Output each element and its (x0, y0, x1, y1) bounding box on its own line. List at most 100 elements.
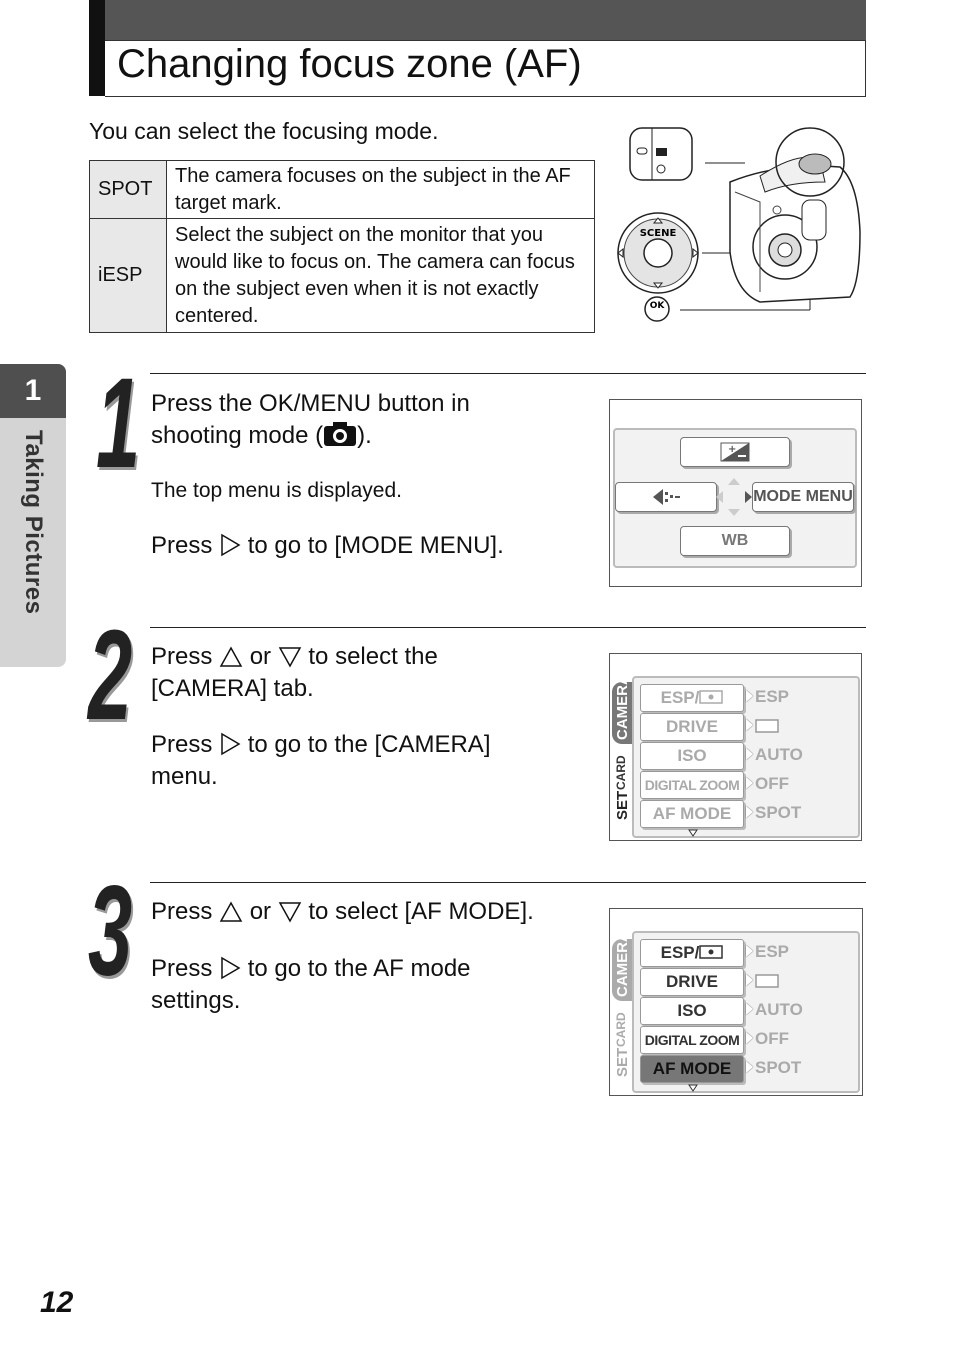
step2-text: to select the (308, 643, 438, 670)
digital-zoom-row-label: DIGITAL ZOOM (640, 1026, 744, 1054)
mode-label: iESP (89, 218, 167, 333)
single-frame-icon (755, 974, 779, 988)
af-mode-row-label-selected: AF MODE (640, 1055, 744, 1083)
step2-text: Press (151, 731, 213, 758)
set-tab: SET (614, 1047, 631, 1077)
chapter-number-box (0, 364, 66, 418)
ok-button-icon: OK (644, 296, 670, 322)
wb-button: WB (680, 526, 790, 556)
mode-label: SPOT (89, 160, 167, 219)
drive-row-label: DRIVE (640, 713, 744, 741)
step1-line1: Press the OK/MENU button in (151, 390, 470, 417)
arrow-down-icon (278, 647, 301, 668)
step-divider (150, 627, 866, 628)
step1-text: shooting mode ( (151, 422, 324, 449)
arrow-right-icon (221, 956, 241, 980)
row-text: ESP/ (660, 943, 700, 962)
arrow-right-icon (221, 732, 241, 756)
intro-text: You can select the focusing mode. (89, 118, 439, 144)
step2-line2: [CAMERA] tab. (151, 675, 314, 702)
single-frame-icon (755, 719, 779, 733)
arrow-right-icon (221, 533, 241, 557)
camera-tab-bg (612, 682, 632, 744)
drive-row-value (746, 968, 779, 994)
arrow-down-icon (278, 902, 301, 923)
set-tab: SET (614, 790, 631, 820)
digital-zoom-row-label: DIGITAL ZOOM (640, 771, 744, 799)
svg-text:+: + (728, 444, 736, 455)
esp-row-value: ESP (746, 939, 789, 965)
af-mode-row-value: SPOT (746, 800, 801, 826)
table-row: SPOT The camera focuses on the subject i… (89, 160, 595, 219)
card-tab: CARD (614, 755, 628, 790)
card-tab: CARD (614, 1012, 628, 1047)
title-bar (89, 0, 866, 40)
step1-note: The top menu is displayed. (151, 479, 402, 502)
chapter-label: Taking Pictures (20, 430, 47, 615)
camera-tab-bg (612, 939, 632, 1001)
camera-tab: CAMERA (614, 931, 631, 997)
mode-desc: Select the subject on the monitor that y… (166, 218, 595, 333)
camera-illustration: SCENE OK (617, 127, 861, 322)
mode-switch-icon (629, 127, 693, 181)
iso-row-label: ISO (640, 997, 744, 1025)
step-number: 3 (88, 860, 133, 1003)
step2-text: Press (151, 643, 213, 670)
camera-tab-screen: CAMERA CARD SET ESP/ ESP DRIVE ISO AUTO … (609, 653, 862, 841)
page-number: 12 (40, 1286, 74, 1319)
row-text: ESP/ (660, 688, 700, 707)
chapter-number: 1 (24, 374, 42, 407)
title-accent (89, 0, 105, 96)
top-menu-screen: + MODE MENU WB (609, 399, 862, 587)
step3-line3: settings. (151, 987, 241, 1014)
step-number: 1 (96, 352, 141, 495)
step3-text: Press (151, 898, 213, 925)
step1-text: to go to [MODE MENU]. (247, 532, 504, 559)
step3-text: to go to the AF mode (247, 955, 471, 982)
step-divider (150, 882, 866, 883)
arrow-cross-icon (716, 478, 752, 516)
metering-icon (699, 945, 724, 959)
esp-row-label: ESP/ (640, 684, 744, 712)
esp-row-label: ESP/ (640, 939, 744, 967)
arrow-pad-icon: SCENE (617, 212, 699, 294)
step2-text: to go to the [CAMERA] (247, 731, 491, 758)
mode-menu-button: MODE MENU (752, 482, 854, 512)
iso-row-label: ISO (640, 742, 744, 770)
step-number: 2 (88, 604, 133, 747)
iso-row-value: AUTO (746, 742, 803, 768)
step1-line2: shooting mode (). (151, 420, 372, 452)
step2-text: or (249, 643, 272, 670)
step2-line4: menu. (151, 763, 218, 790)
table-row: iESP Select the subject on the monitor t… (89, 218, 595, 333)
step2-line3: Press to go to the [CAMERA] (151, 729, 490, 761)
digital-zoom-row-value: OFF (746, 771, 789, 797)
step3-line1: Press or to select [AF MODE]. (151, 896, 534, 928)
focus-mode-table: SPOT The camera focuses on the subject i… (89, 160, 595, 333)
arrow-up-icon (219, 646, 243, 667)
step3-text: to select [AF MODE]. (308, 898, 534, 925)
step2-line1: Press or to select the (151, 641, 438, 673)
metering-icon (699, 690, 724, 704)
quality-icon (653, 489, 680, 505)
quality-button (615, 482, 717, 512)
step1-press: Press to go to [MODE MENU]. (151, 530, 504, 562)
step1-text: ). (357, 422, 372, 449)
step-divider (150, 373, 866, 374)
scroll-down-icon (688, 829, 698, 837)
drive-row-label: DRIVE (640, 968, 744, 996)
step1-text: Press (151, 532, 213, 559)
digital-zoom-row-value: OFF (746, 1026, 789, 1052)
step3-text: or (249, 898, 272, 925)
af-mode-select-screen: CAMERA CARD SET ESP/ ESP DRIVE ISO AUTO … (609, 908, 863, 1096)
title-box (105, 40, 866, 97)
page-title: Changing focus zone (AF) (117, 42, 582, 86)
af-mode-row-label: AF MODE (640, 800, 744, 828)
arrow-up-icon (219, 901, 243, 922)
step3-line2: Press to go to the AF mode (151, 953, 471, 985)
drive-row-value (746, 713, 779, 739)
camera-body-icon (729, 127, 861, 303)
exposure-comp-icon: + (720, 442, 750, 462)
camera-tab: CAMERA (614, 674, 631, 740)
scene-label: SCENE (640, 228, 677, 239)
